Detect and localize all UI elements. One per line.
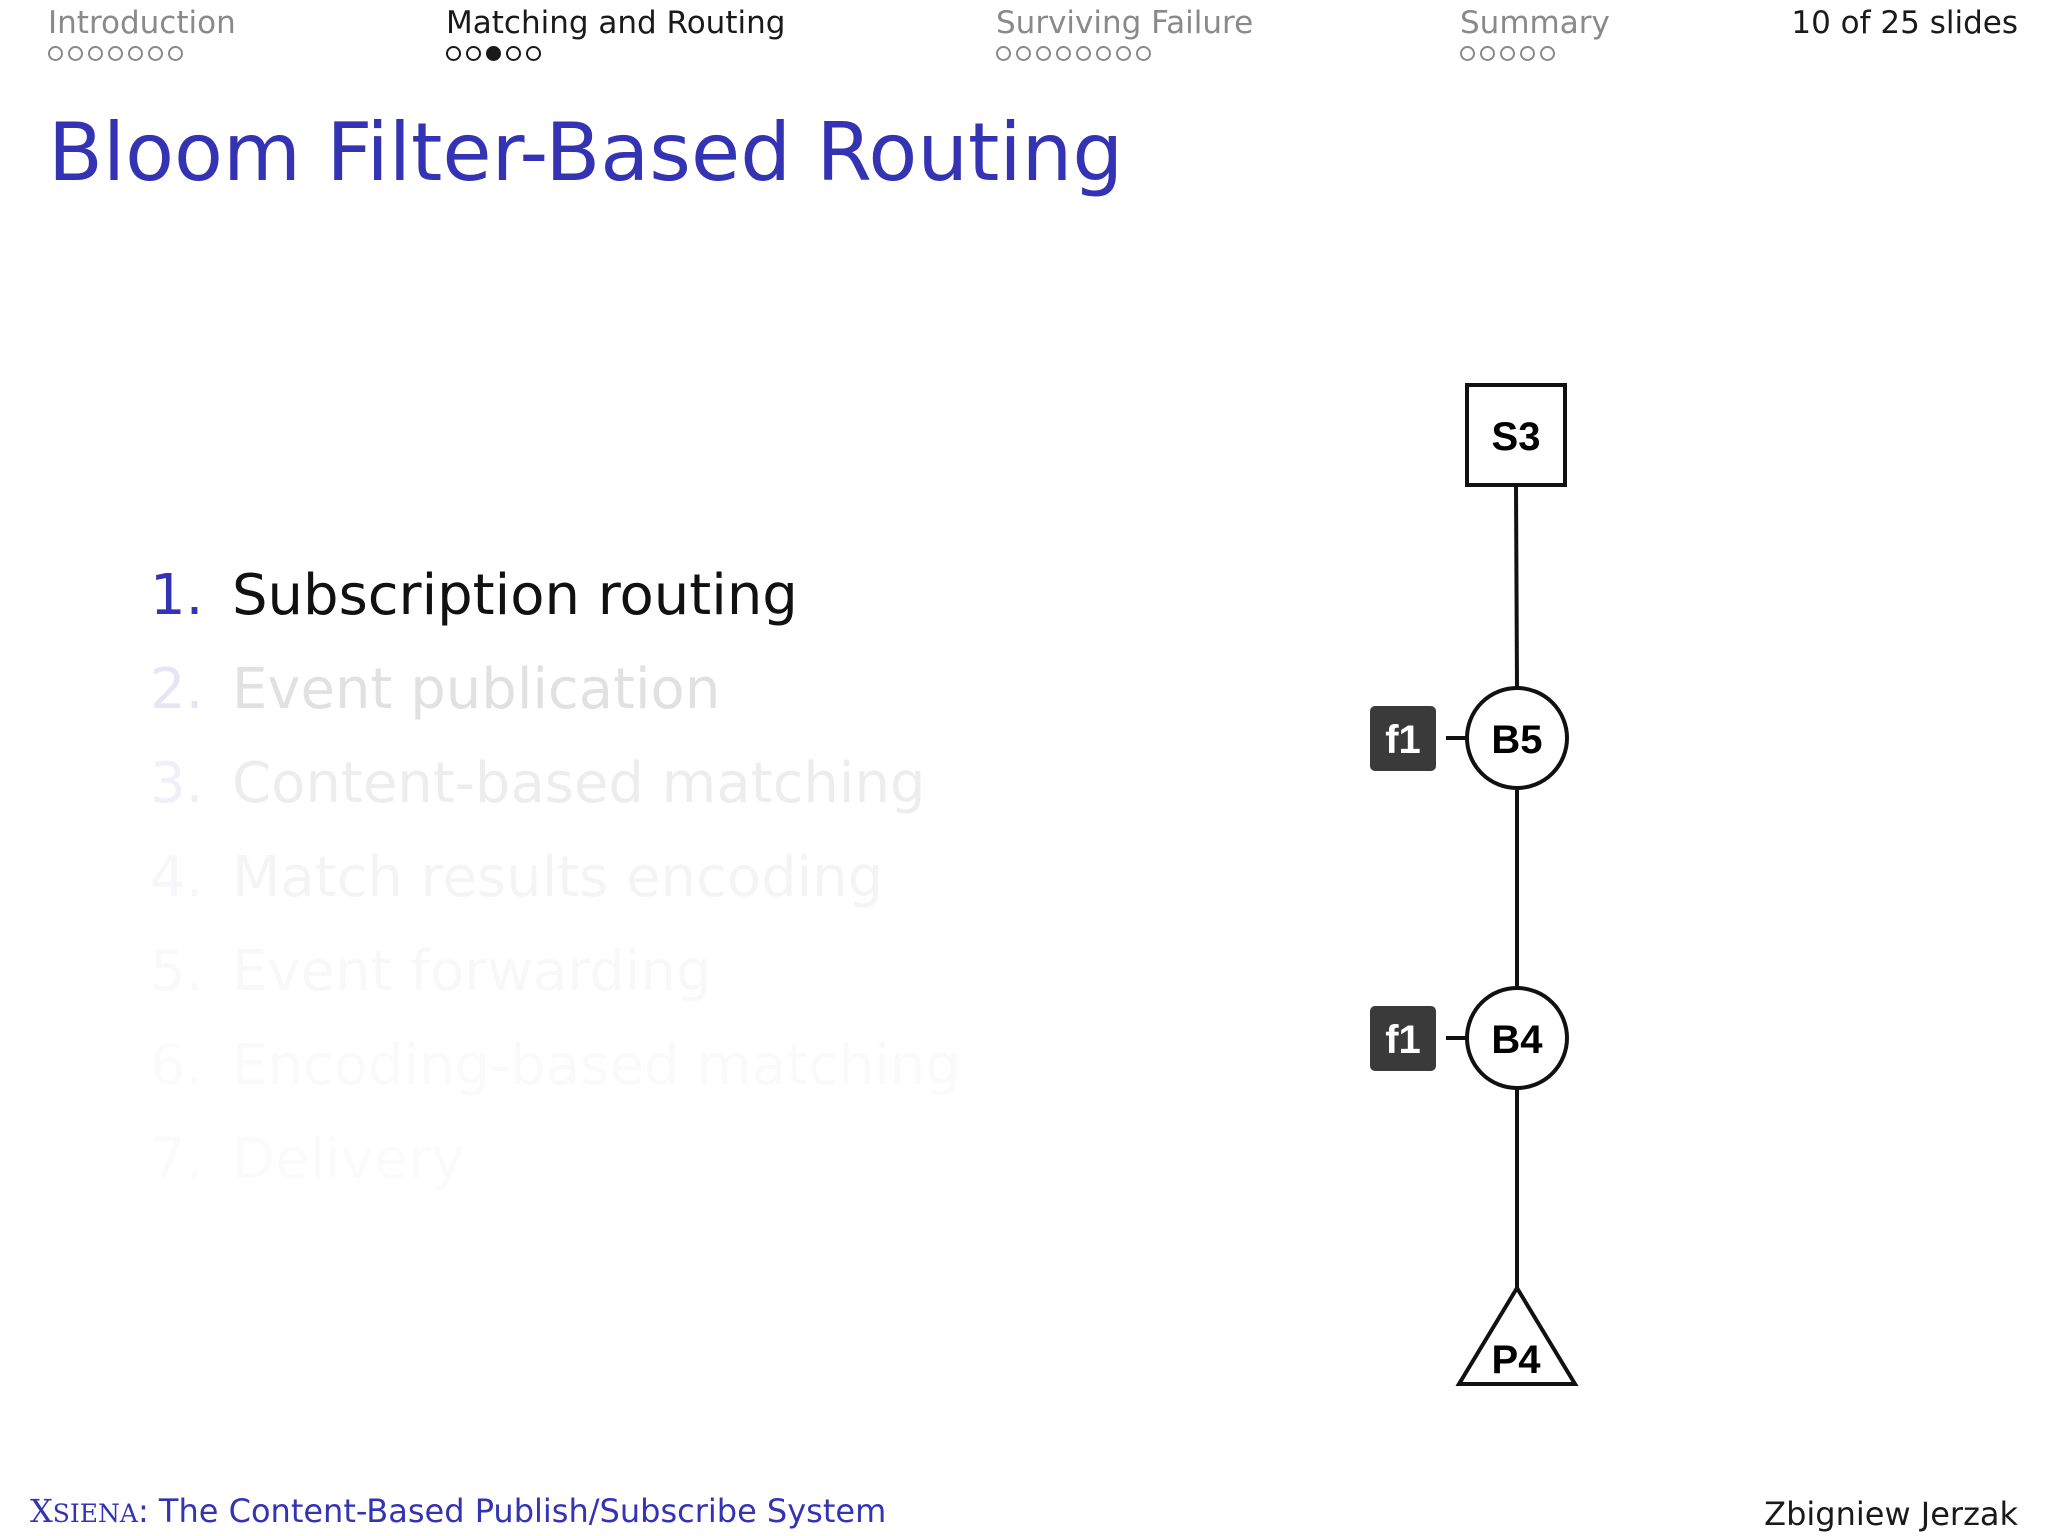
nav-dot[interactable]: [1096, 45, 1111, 61]
filter-label: f1: [1385, 718, 1421, 762]
edge-s3-b5: [1514, 485, 1519, 689]
footer-brand: XSIENA: [30, 1492, 138, 1530]
nav-section-summary[interactable]: Summary: [1460, 4, 1610, 62]
nav-dot[interactable]: [1500, 45, 1515, 61]
slide-counter: 10 of 25 slides: [1791, 5, 2018, 41]
broker-label: B5: [1491, 718, 1542, 762]
step-number: 5.: [150, 939, 232, 1004]
nav-dots: [446, 44, 785, 62]
nav-dots: [48, 44, 236, 62]
nav-dot[interactable]: [1480, 45, 1495, 61]
nav-dot[interactable]: [68, 45, 83, 61]
step-item: 5.Event forwarding: [150, 924, 961, 1018]
step-number: 6.: [150, 1033, 232, 1098]
nav-dots: [996, 44, 1253, 62]
step-number: 1.: [150, 562, 204, 628]
step-label: Encoding-based matching: [232, 1033, 961, 1098]
step-number: 3.: [150, 750, 204, 816]
step-item: 4.Match results encoding: [150, 830, 961, 924]
routing-diagram: S3 B5 f1 B4 f1 P4: [1370, 383, 1579, 1386]
step-number: 2.: [150, 656, 204, 722]
nav-section-surviving-failure[interactable]: Surviving Failure: [996, 4, 1253, 62]
nav-dot[interactable]: [466, 45, 481, 61]
filter-badge-lower: f1: [1370, 1006, 1436, 1071]
nav-dot[interactable]: [446, 45, 461, 61]
broker-node-lower: B4: [1465, 986, 1569, 1090]
nav-dot[interactable]: [168, 45, 183, 61]
step-label: Subscription routing: [232, 562, 798, 628]
subscriber-label: S3: [1492, 415, 1541, 459]
filter-label: f1: [1385, 1018, 1421, 1062]
broker-node-upper: B5: [1465, 686, 1569, 790]
nav-dot[interactable]: [88, 45, 103, 61]
nav-dot[interactable]: [48, 45, 63, 61]
slide-title: Bloom Filter-Based Routing: [48, 106, 1124, 199]
nav-dot[interactable]: [1036, 45, 1051, 61]
step-label: Match results encoding: [232, 845, 883, 910]
step-label: Event forwarding: [232, 939, 712, 1004]
nav-dot[interactable]: [108, 45, 123, 61]
nav-dots: [1460, 44, 1610, 62]
nav-title: Matching and Routing: [446, 5, 786, 41]
broker-label: B4: [1491, 1018, 1543, 1062]
nav-section-introduction[interactable]: Introduction: [48, 4, 236, 62]
subscriber-node: S3: [1465, 383, 1567, 487]
step-item: 1. Subscription routing: [150, 548, 961, 642]
nav-dot[interactable]: [1520, 45, 1535, 61]
publisher-node: P4: [1455, 1284, 1579, 1386]
step-item: 2. Event publication: [150, 642, 961, 736]
nav-dot[interactable]: [1076, 45, 1091, 61]
nav-dot[interactable]: [1116, 45, 1131, 61]
nav-dot[interactable]: [526, 45, 541, 61]
steps-list: 1. Subscription routing 2. Event publicati…: [150, 548, 961, 1206]
nav-title: Introduction: [48, 5, 236, 41]
step-label: Content-based matching: [232, 750, 926, 816]
step-item: 6.Encoding-based matching: [150, 1018, 961, 1112]
footer-presentation-title: XSIENA: The Content-Based Publish/Subscr…: [30, 1491, 886, 1534]
nav-title: Summary: [1460, 5, 1610, 41]
nav-dot[interactable]: [1460, 45, 1475, 61]
nav-dot[interactable]: [1540, 45, 1555, 61]
nav-dot[interactable]: [506, 45, 521, 61]
step-number: 4.: [150, 845, 232, 910]
nav-dot[interactable]: [128, 45, 143, 61]
nav-dot[interactable]: [996, 45, 1011, 61]
filter-badge-upper: f1: [1370, 706, 1436, 771]
nav-dot[interactable]: [148, 45, 163, 61]
publisher-label: P4: [1492, 1338, 1542, 1382]
nav-dot[interactable]: [1056, 45, 1071, 61]
step-label: Event publication: [232, 656, 721, 722]
step-item: 3. Content-based matching: [150, 736, 961, 830]
nav-section-matching-and-routing[interactable]: Matching and Routing: [446, 4, 785, 62]
nav-title: Surviving Failure: [996, 5, 1254, 41]
footer-author: Zbigniew Jerzak: [1764, 1495, 2018, 1533]
step-item: 7.Delivery: [150, 1112, 961, 1206]
footer-subtitle: : The Content-Based Publish/Subscribe Sy…: [137, 1492, 887, 1530]
step-number: 7.: [150, 1127, 232, 1192]
nav-dot-current[interactable]: [486, 45, 501, 61]
step-label: Delivery: [232, 1127, 464, 1192]
nav-dot[interactable]: [1136, 45, 1151, 61]
nav-dot[interactable]: [1016, 45, 1031, 61]
